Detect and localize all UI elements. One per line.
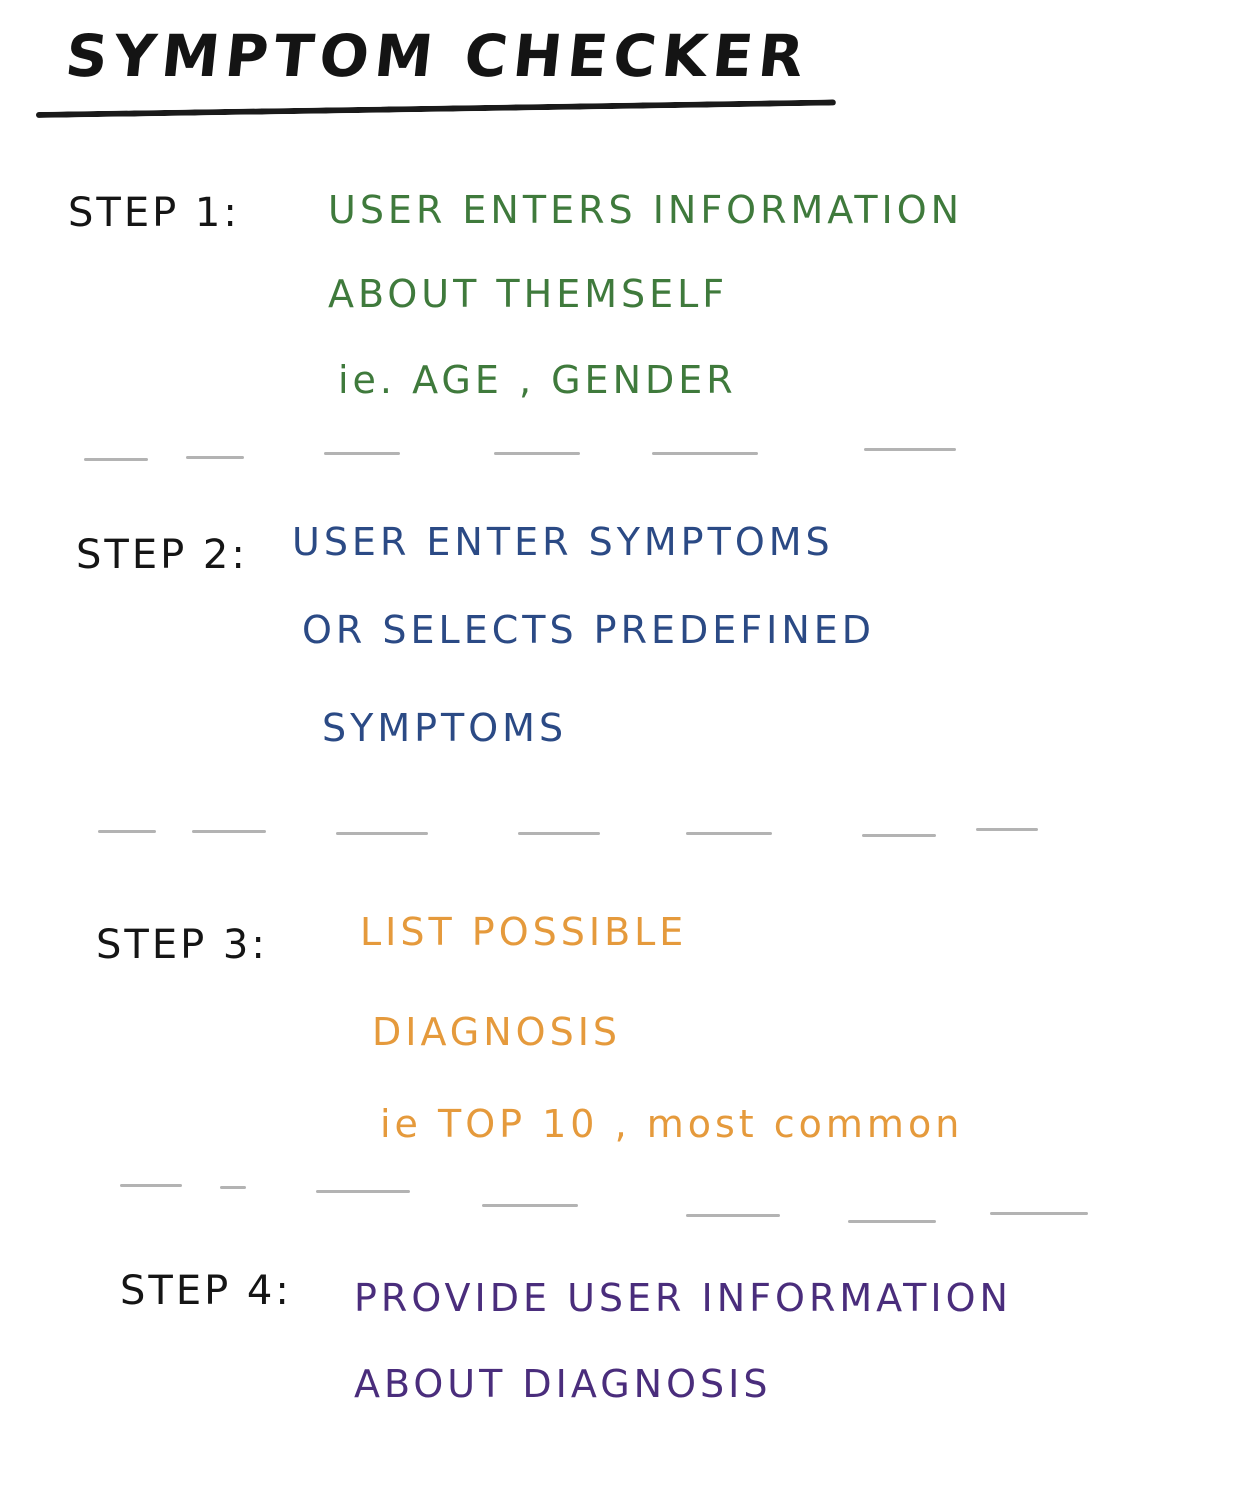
title-underline (35, 99, 836, 118)
step-1-label: STEP 1: (68, 190, 240, 236)
step-1-line-3: ie. AGE , GENDER (338, 358, 737, 402)
step-3-line-3: ie TOP 10 , most common (380, 1102, 964, 1146)
divider-2 (0, 822, 1256, 842)
step-4-label: STEP 4: (120, 1268, 292, 1314)
step-2-line-3: SYMPTOMS (322, 706, 568, 750)
step-1-line-1: USER ENTERS INFORMATION (328, 188, 964, 232)
divider-3 (0, 1176, 1256, 1223)
divider-1 (0, 446, 1256, 466)
step-3-line-2: DIAGNOSIS (372, 1010, 622, 1054)
step-3-label: STEP 3: (96, 922, 268, 968)
step-3-line-1: LIST POSSIBLE (360, 910, 688, 954)
page-title: SYMPTOM CHECKER (62, 22, 813, 90)
step-2-line-2: OR SELECTS PREDEFINED (302, 608, 876, 652)
step-4-line-2: ABOUT DIAGNOSIS (354, 1362, 772, 1406)
step-2-line-1: USER ENTER SYMPTOMS (292, 520, 834, 564)
step-2-label: STEP 2: (76, 532, 248, 578)
step-4-line-1: PROVIDE USER INFORMATION (354, 1276, 1012, 1320)
step-1-line-2: ABOUT THEMSELF (328, 272, 729, 316)
